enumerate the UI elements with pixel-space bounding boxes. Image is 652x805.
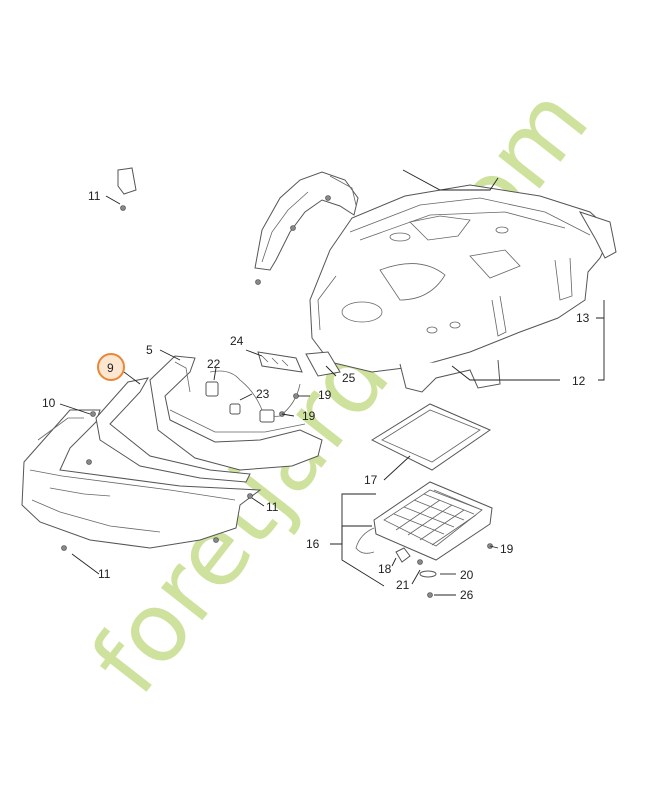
callout-21[interactable]: 21 (396, 578, 410, 592)
callout-11-middle[interactable]: 11 (266, 500, 279, 514)
callout-12[interactable]: 12 (572, 374, 586, 388)
main-body-housing (309, 184, 617, 393)
small-parts (395, 547, 437, 578)
callout-19-lower[interactable]: 19 (500, 542, 514, 556)
control-panel-part-16 (355, 481, 493, 561)
selected-part-highlight[interactable] (97, 353, 125, 381)
callout-17[interactable]: 17 (364, 473, 378, 487)
wiring-harness (205, 370, 301, 423)
led-module-part-24 (257, 351, 303, 373)
fender-arch (254, 171, 359, 271)
callout-19-middle[interactable]: 19 (302, 409, 316, 423)
callout-10[interactable]: 10 (42, 396, 56, 410)
bracket-part-25 (305, 351, 341, 377)
callout-23[interactable]: 23 (256, 387, 270, 401)
panel-grid (393, 489, 483, 546)
callout-26[interactable]: 26 (460, 588, 474, 602)
callout-16[interactable]: 16 (306, 537, 320, 551)
leader-lines (59, 169, 605, 596)
watermark: foretjardin.com (70, 67, 610, 714)
callout-labels: 11 13 12 5 9 24 22 23 25 19 19 10 17 11 … (42, 189, 590, 602)
trim-strip-part-9 (95, 377, 251, 483)
callout-5[interactable]: 5 (146, 343, 153, 357)
watermark-text: foretjardin.com (70, 67, 610, 714)
callout-25[interactable]: 25 (342, 371, 356, 385)
light-frame-part-5 (149, 355, 323, 471)
callout-20[interactable]: 20 (460, 568, 474, 582)
callout-9[interactable]: 9 (107, 361, 114, 375)
callout-19-upper[interactable]: 19 (318, 388, 332, 402)
gasket-part-17 (370, 403, 492, 471)
callout-18[interactable]: 18 (378, 562, 392, 576)
callout-22[interactable]: 22 (207, 357, 221, 371)
callout-11-top[interactable]: 11 (88, 189, 101, 203)
callout-24[interactable]: 24 (230, 334, 244, 348)
callout-11-bottom[interactable]: 11 (98, 567, 111, 581)
callout-13[interactable]: 13 (576, 311, 590, 325)
small-bracket (117, 167, 137, 195)
screws (61, 195, 493, 598)
